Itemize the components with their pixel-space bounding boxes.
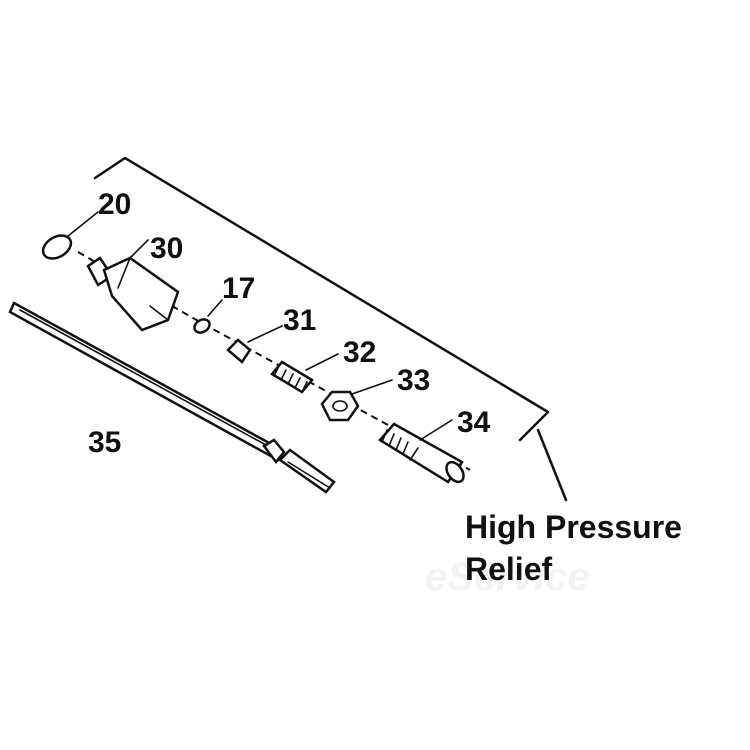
callout-34: 34 xyxy=(457,406,491,439)
callout-32: 32 xyxy=(343,336,376,369)
callout-30: 30 xyxy=(150,232,183,265)
part-30-hex-fitting xyxy=(86,239,180,332)
part-33-hex-nut xyxy=(320,379,393,422)
callout-17: 17 xyxy=(222,272,255,305)
part-32-spring xyxy=(270,353,339,394)
caption-line-2: Relief xyxy=(465,551,552,587)
part-34-adjuster xyxy=(378,419,465,484)
callout-20: 20 xyxy=(98,188,131,221)
watermark-text: eService xyxy=(425,555,590,599)
part-20-o-ring xyxy=(41,211,99,260)
part-35-rod xyxy=(8,301,336,494)
callout-31: 31 xyxy=(283,304,316,337)
callout-35: 35 xyxy=(88,426,121,459)
callout-33: 33 xyxy=(397,364,430,397)
part-17-o-ring xyxy=(193,299,223,334)
caption-line-1: High Pressure xyxy=(465,509,682,545)
part-31-seat xyxy=(226,325,283,364)
assembly-bracket xyxy=(93,156,568,502)
